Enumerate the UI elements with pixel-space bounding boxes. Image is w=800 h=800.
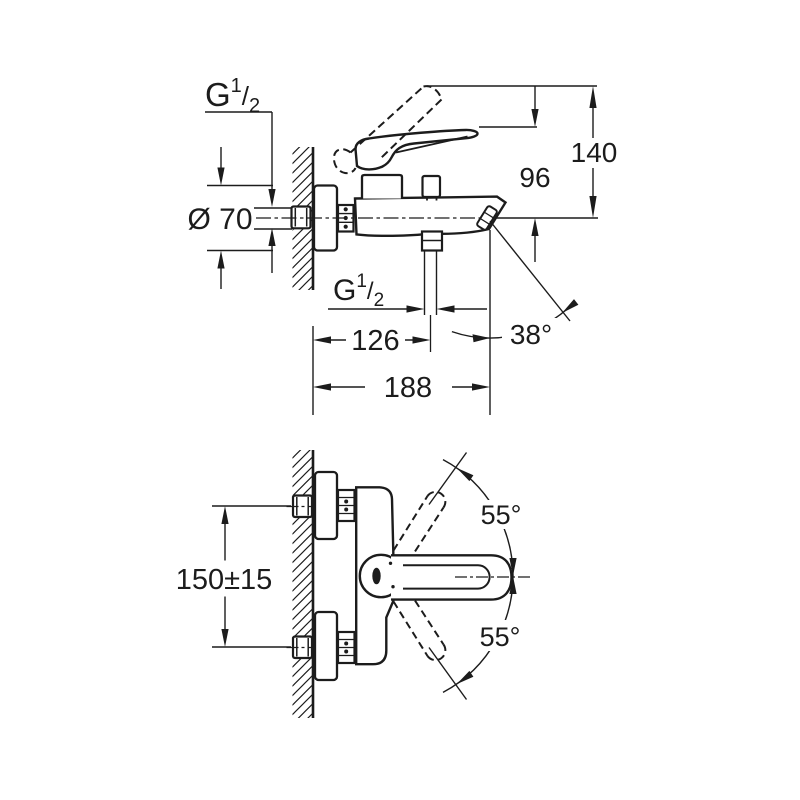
union-nut-bands	[338, 212, 354, 223]
union-facet-dot	[344, 499, 349, 504]
lever-bar-inner-line	[403, 564, 491, 590]
dim-spout-angle: 38°	[451, 220, 579, 350]
union-facet-dot	[343, 224, 348, 229]
lever-side	[354, 128, 479, 171]
lower-union-bands	[338, 638, 355, 657]
side-view: G1/2 Ø 70 96 140 G1/2	[187, 75, 617, 415]
dim-connection-spacing: 150±15	[176, 505, 291, 648]
shower-outlet-offset-label: 126	[351, 325, 399, 357]
lever-height-label: 140	[571, 137, 618, 168]
lever-rotated-up-dashed	[392, 490, 447, 563]
upper-flange	[313, 470, 339, 541]
dim-wall-thread: G1/2	[205, 75, 276, 273]
union-facet-dot	[343, 207, 348, 212]
union-facet-dot	[344, 649, 349, 654]
dim-spout-height: 96	[519, 86, 551, 262]
spout-height-label: 96	[519, 162, 550, 193]
spout-projection-label: 188	[384, 372, 432, 404]
wall-thread-label: G1/2	[205, 75, 260, 117]
lever-swing-up-label: 55°	[481, 500, 522, 530]
supply-pipe-lines	[254, 207, 292, 230]
shower-thread-label: G1/2	[333, 271, 384, 311]
dim-shower-thread: G1/2	[328, 271, 487, 313]
lever-indicator-dot	[372, 567, 381, 585]
union-facet-dot	[344, 641, 349, 646]
spout-angle-label-mask	[502, 318, 560, 350]
dim-spout-projection: 188	[313, 230, 491, 415]
front-view: 150±15	[176, 450, 532, 718]
lever-raised-dashed	[332, 85, 443, 175]
dim-lever-height: 140	[571, 86, 618, 218]
pivot-mark-dot	[391, 585, 395, 589]
upper-union-bands	[338, 496, 355, 515]
swing-down-label-mask	[468, 620, 530, 651]
spout-angle-slant-line	[489, 220, 571, 322]
shower-thread-lines	[423, 250, 438, 315]
lever-rotated-down-dashed	[392, 589, 447, 662]
spout-angle-label: 38°	[510, 319, 552, 350]
flange-diameter-label: Ø 70	[187, 203, 252, 236]
dim-lever-swing-down: 55°	[428, 566, 530, 700]
dim-shower-outlet-offset: 126	[312, 325, 431, 415]
supply-nut-facets	[294, 208, 308, 227]
lever-inner-line	[395, 135, 468, 154]
lever-bar-outline	[391, 554, 513, 601]
swing-up-slant-line	[428, 452, 468, 505]
swing-down-slant-line	[428, 647, 468, 700]
lower-flange	[313, 610, 339, 682]
cartridge-housing	[360, 173, 404, 199]
pivot-mark-dot	[388, 561, 393, 565]
swing-up-label-mask	[470, 500, 531, 529]
diverter-knob	[421, 174, 442, 199]
lever-swing-down-label: 55°	[480, 622, 521, 652]
wall-hatching	[292, 450, 313, 718]
connection-spacing-label: 150±15	[176, 564, 273, 596]
dim-flange-diameter: Ø 70	[187, 147, 273, 289]
aerator	[476, 205, 498, 231]
dim-lever-swing-up: 55°	[428, 452, 531, 586]
union-facet-dot	[344, 507, 349, 512]
